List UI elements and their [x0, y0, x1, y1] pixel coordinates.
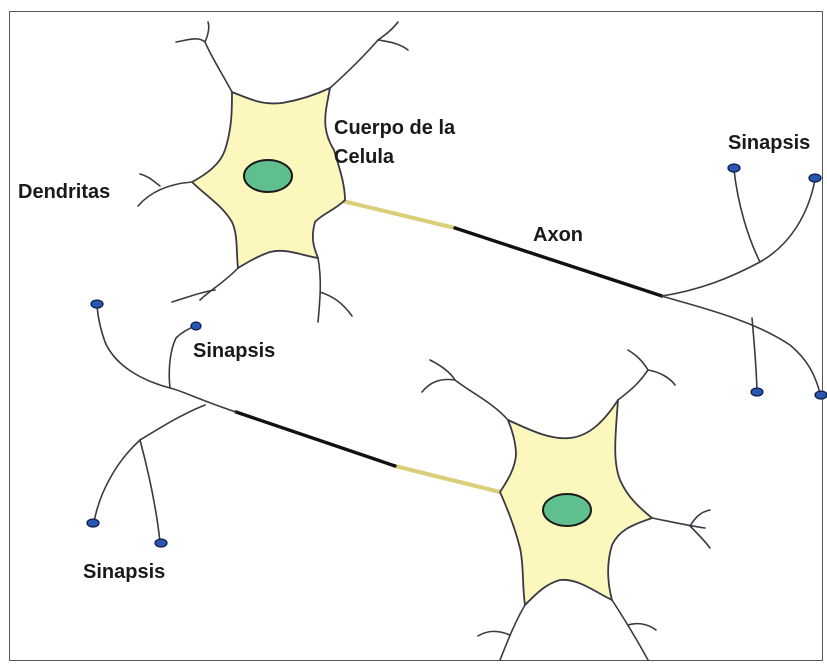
axon-bottom: [236, 412, 395, 466]
synapse-terminal: [728, 164, 740, 172]
axon-top-proximal: [330, 198, 455, 228]
synapse-terminal: [91, 300, 103, 308]
label-cuerpo-line2: Celula: [334, 146, 395, 168]
synapse-terminal: [815, 391, 827, 399]
label-axon: Axon: [533, 224, 583, 246]
label-sinapsis-bottom-left: Sinapsis: [83, 561, 165, 583]
nucleus-bottom: [543, 494, 591, 526]
label-cuerpo-line1: Cuerpo de la: [334, 117, 456, 139]
synapse-terminal: [751, 388, 763, 396]
label-dendritas: Dendritas: [18, 181, 110, 203]
synapse-terminal: [809, 174, 821, 182]
axon-bottom-proximal: [395, 466, 500, 492]
synapse-terminal: [155, 539, 167, 547]
neuron-bottom: [87, 300, 710, 660]
label-sinapsis-top-right: Sinapsis: [728, 132, 810, 154]
axon-terminals-top: [662, 170, 820, 393]
synapse-terminal: [191, 322, 201, 330]
synapse-terminal: [87, 519, 99, 527]
label-sinapsis-middle: Sinapsis: [193, 340, 275, 362]
nucleus-top: [244, 160, 292, 192]
